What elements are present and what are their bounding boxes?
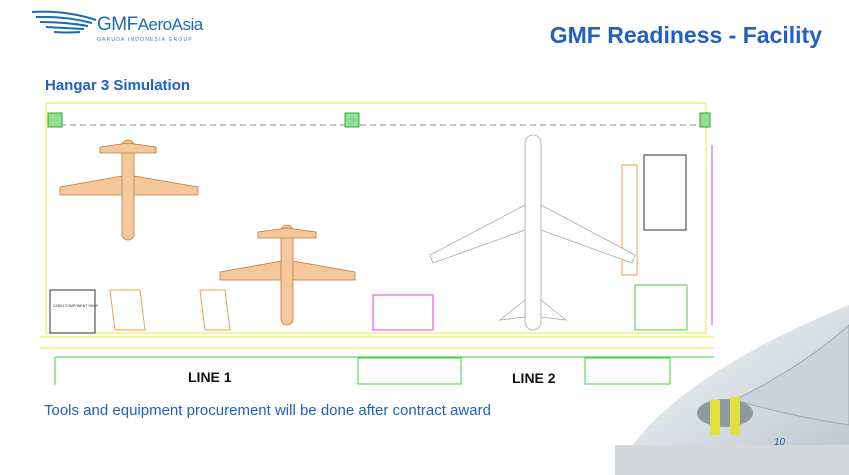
bird-logo-icon <box>31 10 97 34</box>
logo-tagline: GARUDA INDONESIA GROUP <box>97 37 193 43</box>
aircraft-3 <box>429 134 636 331</box>
note-text: Tools and equipment procurement will be … <box>44 402 491 419</box>
aircraft-2 <box>219 224 356 326</box>
section-subtitle: Hangar 3 Simulation <box>45 77 191 94</box>
line-1-label: LINE 1 <box>188 369 232 385</box>
logo-text: GMFAeroAsia <box>97 14 203 35</box>
aircraft-photo <box>615 305 849 475</box>
shop-label: CABIN COMPONENT SHOP <box>53 304 99 308</box>
line-2-label: LINE 2 <box>512 370 556 386</box>
hangar-layout-drawing: LINE 1 LINE 2 CABIN COMPONENT SHOP <box>40 102 714 386</box>
company-logo <box>30 8 210 48</box>
hangar-walls <box>40 102 714 385</box>
page-title: GMF Readiness - Facility <box>549 22 822 48</box>
aircraft-1 <box>59 139 199 241</box>
page-number: 10 <box>774 437 786 448</box>
